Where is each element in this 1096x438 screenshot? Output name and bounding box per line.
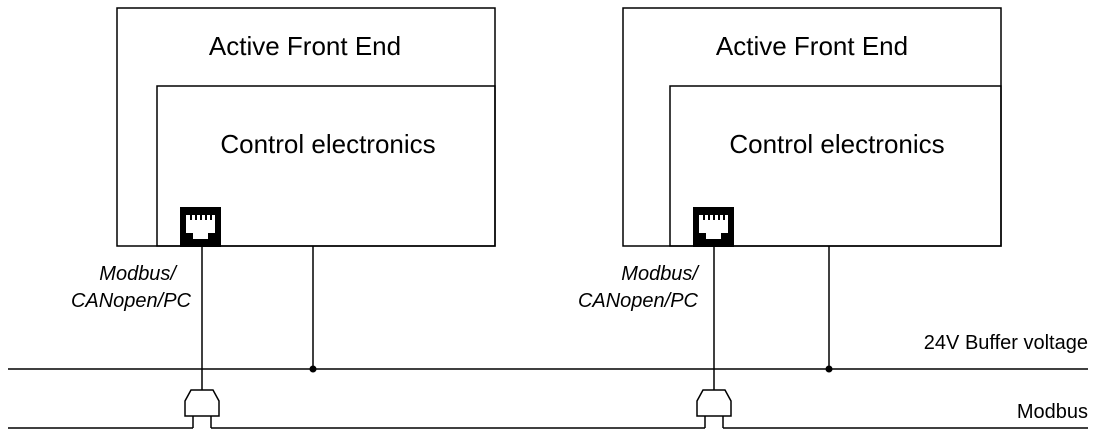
control-electronics-box (156, 85, 496, 247)
control-electronics-label: Control electronics (729, 129, 944, 159)
control-electronics-box (669, 85, 1002, 247)
port-label-line1: Modbus/ (621, 263, 700, 285)
buffer-voltage-label: 24V Buffer voltage (924, 332, 1088, 354)
bus-connector-icon (696, 389, 732, 428)
rj45-port-icon (180, 207, 221, 247)
unit-title: Active Front End (209, 31, 401, 61)
modbus-label: Modbus (1017, 401, 1088, 423)
port-label-line1: Modbus/ (99, 263, 178, 285)
control-electronics-label: Control electronics (220, 129, 435, 159)
port-label-line2: CANopen/PC (71, 290, 192, 312)
bus-connector-icon (184, 389, 220, 428)
unit-1: Active Front End Control electronics Mod… (71, 7, 496, 428)
unit-2: Active Front End Control electronics Mod… (578, 7, 1002, 428)
unit-title: Active Front End (716, 31, 908, 61)
rj45-port-icon (693, 207, 734, 247)
port-label-line2: CANopen/PC (578, 290, 699, 312)
